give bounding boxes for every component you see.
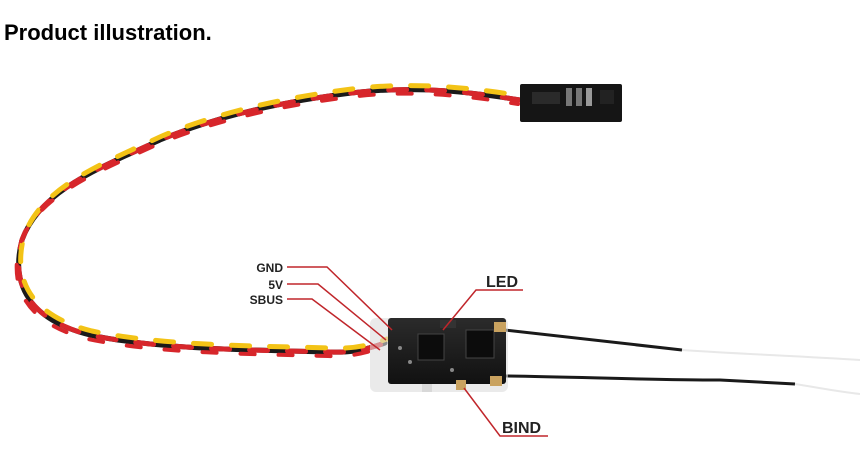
leader-5v: [287, 283, 387, 341]
servo-connector: [520, 84, 622, 122]
leader-bind: [463, 387, 548, 437]
wire-yellow: [18, 83, 526, 351]
antenna-lower: [504, 374, 860, 395]
label-led: LED: [486, 274, 518, 291]
label-sbus: SBUS: [250, 293, 283, 307]
leader-gnd: [287, 266, 393, 331]
leader-sbus: [287, 298, 381, 351]
antenna-upper: [504, 328, 860, 361]
wire-black: [16, 87, 523, 355]
twisted-wire-harness: [14, 83, 526, 359]
page-heading: Product illustration.: [4, 20, 212, 45]
label-5v: 5V: [268, 278, 283, 292]
label-gnd: GND: [256, 261, 283, 275]
leader-led: [442, 289, 523, 331]
wire-red: [16, 87, 523, 355]
leader-lines: [287, 266, 548, 437]
wire-red-2: [14, 91, 520, 359]
receiver-board: [370, 318, 508, 392]
label-bind: BIND: [502, 420, 541, 437]
